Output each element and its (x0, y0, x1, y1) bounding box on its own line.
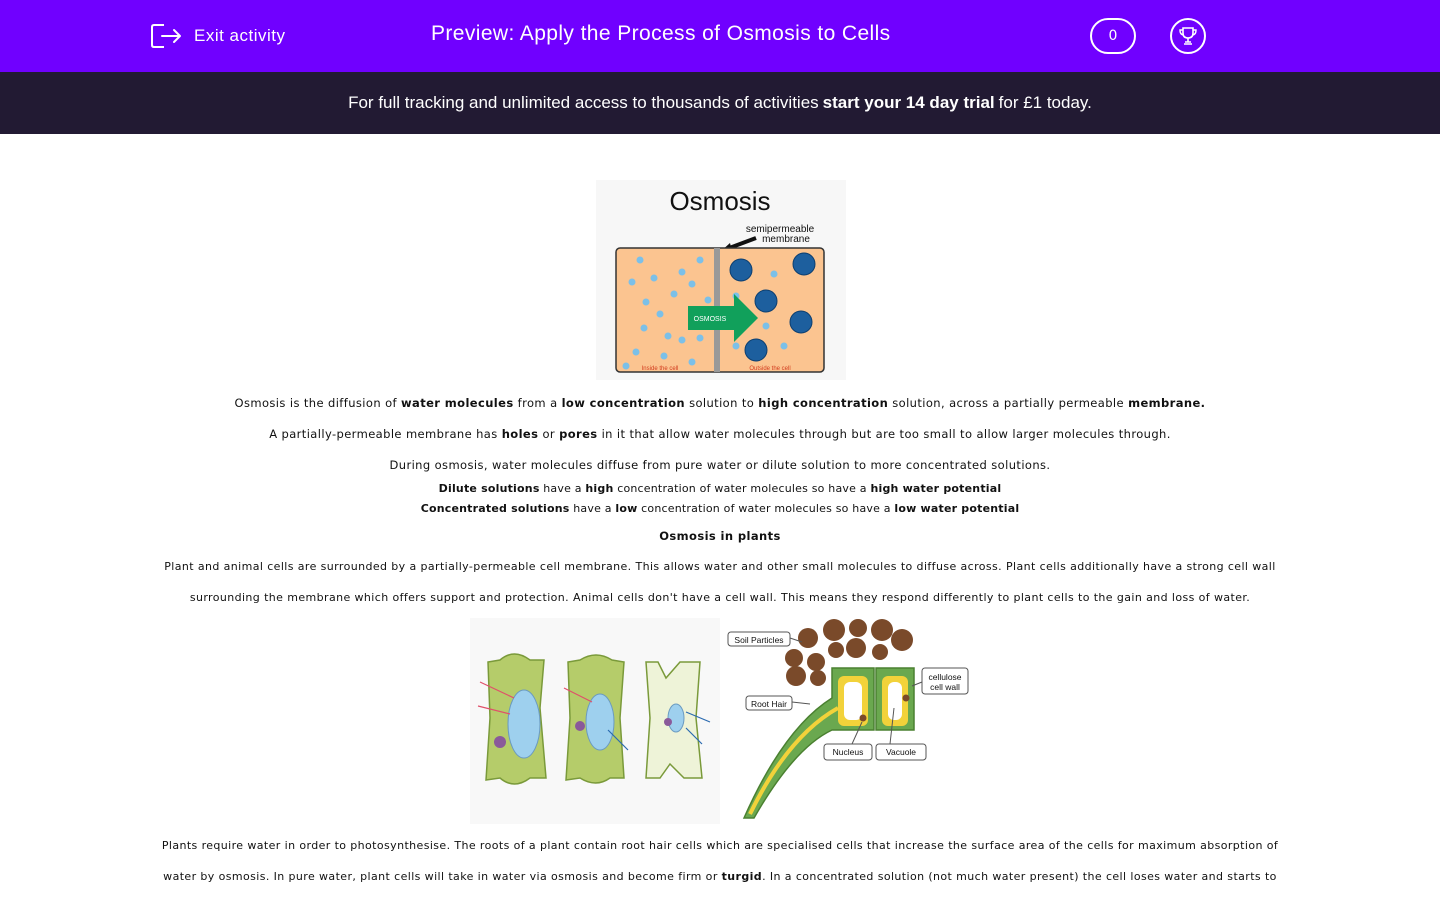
p2-bold: holes (501, 427, 539, 441)
p5-bold: low water potential (894, 502, 1020, 515)
exit-activity-button[interactable]: Exit activity (150, 22, 286, 50)
p5-bold: low (615, 502, 638, 515)
p1-text: Osmosis is the diffusion of (234, 396, 402, 410)
membrane-label-2: membrane (762, 234, 810, 245)
osmosis-arrow-label: OSMOSIS (694, 316, 727, 323)
nucleus-label: Nucleus (833, 747, 864, 757)
paragraph-5: Concentrated solutions have a low concen… (0, 502, 1440, 516)
root-hair-diagram: Soil Particles cellulose cell wall Root … (727, 619, 969, 819)
trial-link[interactable]: start your 14 day trial (822, 93, 995, 112)
osmosis-diagram-title: Osmosis (669, 186, 770, 216)
section-heading: Osmosis in plants (659, 529, 781, 543)
p4-bold: Dilute solutions (438, 482, 540, 495)
plant-cells-diagram (470, 618, 720, 824)
p1-text: solution to (685, 396, 759, 410)
p2-text: or (538, 427, 560, 441)
p1-text: solution, across a partially permeable (888, 396, 1129, 410)
p7-text: . In a concentrated solution (not much w… (762, 870, 1277, 883)
trophy-button[interactable] (1170, 18, 1206, 54)
cellulose-label-2: cell wall (930, 682, 960, 692)
p5-text: concentration of water molecules so have… (637, 502, 895, 515)
p1-bold: membrane. (1128, 396, 1206, 410)
p4-bold: high (585, 482, 614, 495)
osmosis-diagram: Osmosis semipermeable membrane OSMOSIS I… (596, 180, 846, 380)
top-bar: Exit activity Preview: Apply the Process… (0, 0, 1440, 72)
p4-bold: high water potential (870, 482, 1002, 495)
vacuole-label: Vacuole (886, 747, 916, 757)
paragraph-2: A partially-permeable membrane has holes… (0, 427, 1440, 441)
soil-particles-label: Soil Particles (734, 635, 783, 645)
paragraph-3: During osmosis, water molecules diffuse … (389, 458, 1051, 472)
p1-bold: high concentration (758, 396, 889, 410)
banner-text-end: for £1 today. (998, 93, 1092, 112)
p1-text: from a (513, 396, 562, 410)
paragraph-6-line-1: Plant and animal cells are surrounded by… (164, 560, 1276, 573)
paragraph-6-line-2: surrounding the membrane which offers su… (189, 591, 1251, 604)
page-title: Preview: Apply the Process of Osmosis to… (431, 22, 891, 45)
p2-text: A partially-permeable membrane has (269, 427, 502, 441)
trial-banner: For full tracking and unlimited access t… (0, 72, 1440, 134)
exit-activity-label: Exit activity (194, 26, 286, 45)
membrane-label-1: semipermeable (746, 224, 815, 235)
paragraph-4: Dilute solutions have a high concentrati… (0, 482, 1440, 496)
score-badge: 0 (1090, 18, 1136, 54)
paragraph-1: Osmosis is the diffusion of water molecu… (0, 396, 1440, 410)
p7-bold: turgid (721, 870, 763, 883)
root-hair-label: Root Hair (751, 699, 787, 709)
exit-icon (151, 24, 181, 48)
lesson-content: Osmosis semipermeable membrane OSMOSIS I… (0, 134, 1440, 900)
inside-cell-label: Inside the cell (642, 366, 679, 372)
paragraph-7-line-2: water by osmosis. In pure water, plant c… (0, 870, 1440, 884)
paragraph-7-line-1: Plants require water in order to photosy… (161, 839, 1279, 852)
p4-text: have a (539, 482, 586, 495)
p4-text: concentration of water molecules so have… (613, 482, 871, 495)
p7-text: water by osmosis. In pure water, plant c… (163, 870, 722, 883)
p2-text: in it that allow water molecules through… (597, 427, 1171, 441)
cellulose-label-1: cellulose (928, 672, 961, 682)
p1-bold: low concentration (561, 396, 686, 410)
banner-text: For full tracking and unlimited access t… (348, 93, 819, 112)
p5-bold: Concentrated solutions (420, 502, 570, 515)
trophy-icon (1179, 27, 1197, 45)
p1-bold: water molecules (401, 396, 514, 410)
p5-text: have a (569, 502, 616, 515)
outside-cell-label: Outside the cell (749, 366, 790, 372)
p2-bold: pores (559, 427, 598, 441)
